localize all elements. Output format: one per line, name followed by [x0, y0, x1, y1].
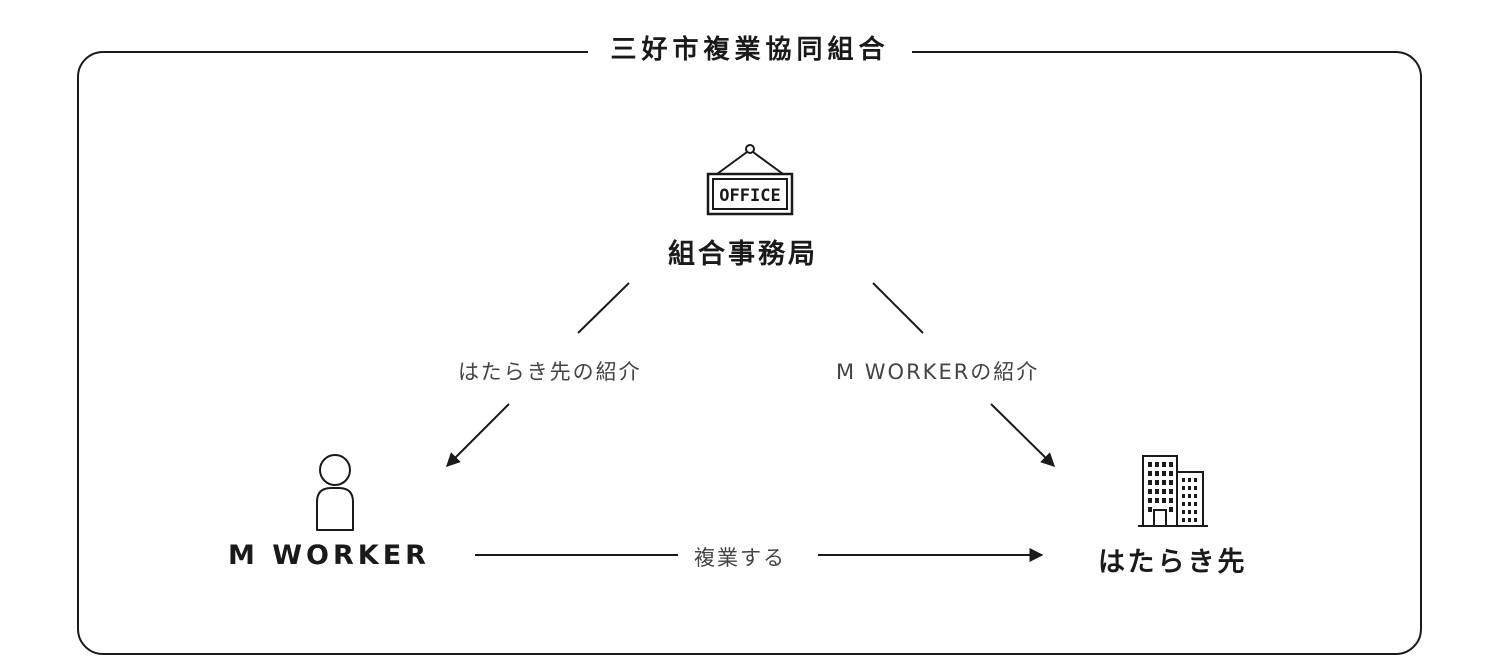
edge-office-workplace-upper — [872, 282, 924, 334]
edge-label-office-workplace: M WORKERの紹介 — [832, 356, 1044, 386]
edge-office-worker-upper — [577, 282, 630, 334]
edge-label-office-worker: はたらき先の紹介 — [454, 356, 646, 386]
edge-office-workplace-lower — [990, 403, 1055, 467]
workplace-label: はたらき先 — [1098, 547, 1248, 578]
office-sign-text: OFFICE — [719, 186, 780, 206]
worker-label: M WORKER — [228, 540, 430, 571]
edge-label-worker-workplace: 複業する — [690, 542, 790, 572]
edge-office-worker-lower — [446, 403, 510, 467]
office-sign-icon: OFFICE — [706, 144, 794, 216]
office-label: 組合事務局 — [668, 239, 818, 270]
person-icon — [316, 454, 354, 531]
building-icon — [1138, 455, 1208, 527]
